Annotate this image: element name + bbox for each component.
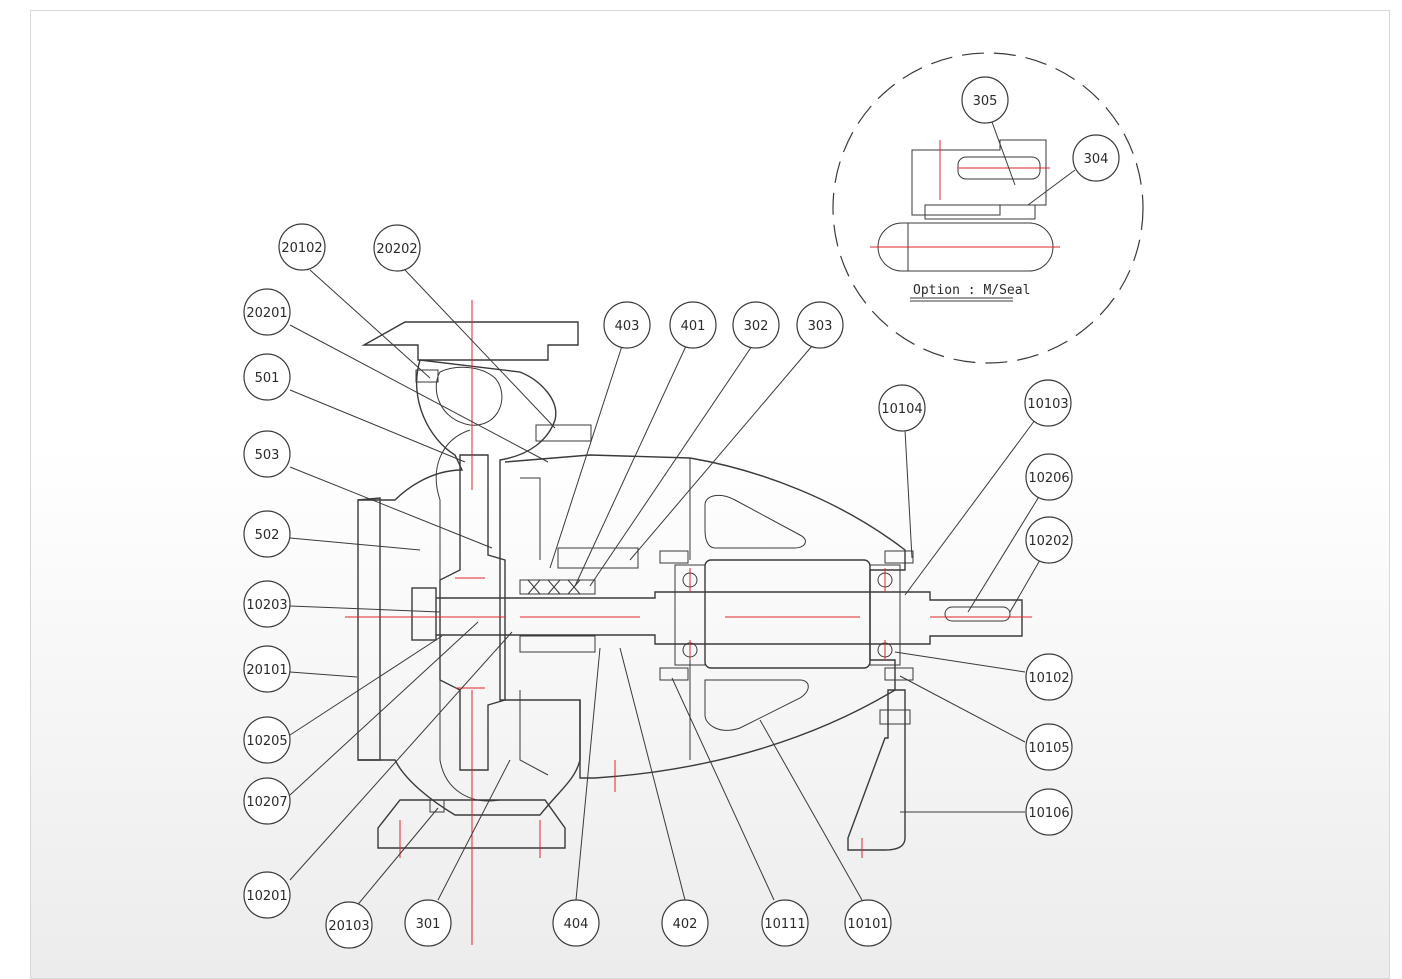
callout-label: 502: [255, 528, 280, 543]
bearing-bracket: [504, 454, 906, 779]
callout-10105: 10105: [1025, 723, 1073, 771]
callout-label: 10111: [764, 917, 805, 932]
suction-flange: [377, 799, 566, 849]
callout-20103: 20103: [325, 901, 373, 949]
callout-10205: 10205: [243, 716, 291, 764]
callout-label: 10202: [1028, 534, 1069, 549]
callout-20102: 20102: [278, 223, 326, 271]
gland-packing: [519, 579, 596, 595]
callout-label: 304: [1084, 152, 1109, 167]
callout-10103: 10103: [1024, 379, 1072, 427]
callout-label: 20102: [281, 241, 322, 256]
callout-label: 10203: [246, 598, 287, 613]
callout-10102: 10102: [1025, 653, 1073, 701]
impeller-nut: [411, 587, 437, 641]
callout-20101: 20101: [243, 645, 291, 693]
callout-label: 401: [681, 319, 706, 334]
pump-assembly: [345, 300, 1032, 945]
callout-label: 301: [416, 917, 441, 932]
callout-10207: 10207: [243, 777, 291, 825]
casing-bolt: [535, 424, 592, 442]
callout-20202: 20202: [373, 224, 421, 272]
shaft-sleeve: [519, 635, 596, 653]
callout-305: 305: [961, 76, 1009, 124]
callout-301: 301: [404, 899, 452, 947]
callout-403: 403: [603, 301, 651, 349]
inset-caption: Option : M/Seal: [913, 283, 1030, 298]
volute-casing: [357, 359, 581, 816]
callout-label: 10106: [1028, 806, 1069, 821]
shaft: [436, 591, 1023, 645]
drain-plug: [429, 799, 445, 813]
callout-label: 302: [744, 319, 769, 334]
callout-501: 501: [243, 353, 291, 401]
callout-10206: 10206: [1025, 453, 1073, 501]
callout-303: 303: [796, 301, 844, 349]
callout-label: 20103: [328, 919, 369, 934]
callout-401: 401: [669, 301, 717, 349]
callout-10111: 10111: [761, 899, 809, 947]
callout-label: 10103: [1027, 397, 1068, 412]
callout-404: 404: [552, 899, 600, 947]
callout-10203: 10203: [243, 580, 291, 628]
callout-label: 404: [564, 917, 589, 932]
callout-label: 10206: [1028, 471, 1069, 486]
callout-label: 10205: [246, 734, 287, 749]
suction-nozzle: [357, 497, 381, 761]
callout-503: 503: [243, 430, 291, 478]
bracket-window-bottom: [704, 679, 809, 731]
callout-label: 10201: [246, 889, 287, 904]
gland-bolt: [557, 547, 639, 569]
callout-10202: 10202: [1025, 516, 1073, 564]
leader-lines: [289, 121, 1076, 909]
callout-label: 10101: [847, 917, 888, 932]
callout-label: 20201: [246, 306, 287, 321]
callout-label: 10104: [881, 402, 922, 417]
callout-10201: 10201: [243, 871, 291, 919]
shaft-key: [944, 606, 1011, 622]
callout-502: 502: [243, 510, 291, 558]
vent-plug: [415, 369, 439, 383]
bracket-window-top: [704, 494, 806, 549]
callout-label: 503: [255, 448, 280, 463]
bearing-right: [869, 564, 901, 666]
callout-label: 403: [615, 319, 640, 334]
bearing-housing: [704, 559, 871, 669]
mechanical-seal-inset: Option : M/Seal: [832, 52, 1144, 364]
callout-10101: 10101: [844, 899, 892, 947]
callout-label: 20202: [376, 242, 417, 257]
support-foot: [847, 689, 906, 851]
callout-10104: 10104: [878, 384, 926, 432]
callout-302: 302: [732, 301, 780, 349]
impeller: [439, 454, 506, 771]
bearing-left: [674, 564, 706, 666]
callout-304: 304: [1072, 134, 1120, 182]
callout-label: 303: [808, 319, 833, 334]
callout-label: 10207: [246, 795, 287, 810]
callout-402: 402: [661, 899, 709, 947]
volute-inner: [435, 366, 503, 426]
callout-label: 305: [973, 94, 998, 109]
callout-10106: 10106: [1025, 788, 1073, 836]
callout-label: 20101: [246, 663, 287, 678]
callout-label: 402: [673, 917, 698, 932]
callout-20201: 20201: [243, 288, 291, 336]
callout-label: 10105: [1028, 741, 1069, 756]
callout-label: 10102: [1028, 671, 1069, 686]
discharge-flange: [361, 321, 579, 361]
callout-label: 501: [255, 371, 280, 386]
